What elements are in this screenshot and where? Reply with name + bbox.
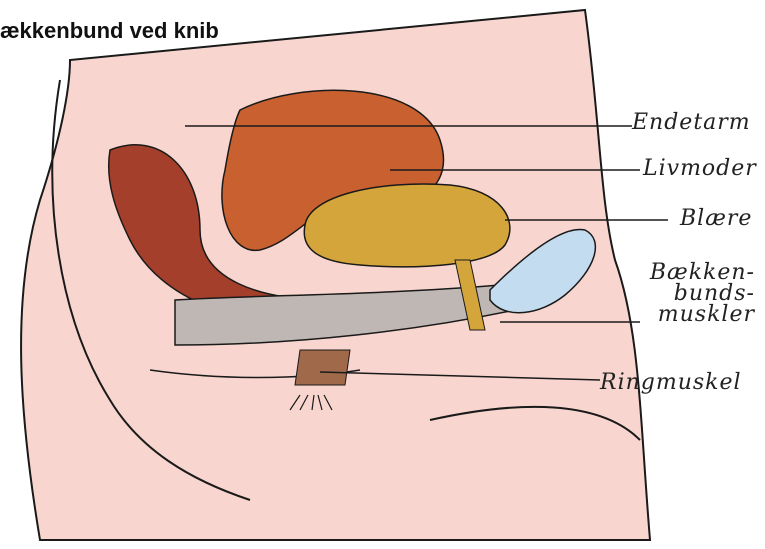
label-livmoder: Livmoder — [643, 158, 757, 180]
label-baekkenbund-line1: Bækken- — [630, 262, 755, 283]
diagram-title: ækkenbund ved knib — [0, 18, 219, 44]
label-baekkenbund: Bækken- bunds- muskler — [630, 262, 755, 325]
label-baekkenbund-line2: bunds- — [630, 283, 755, 304]
label-endetarm: Endetarm — [632, 112, 751, 134]
sphincter — [295, 350, 350, 385]
label-blaere: Blære — [680, 208, 752, 230]
label-ringmuskel: Ringmuskel — [600, 372, 742, 394]
label-baekkenbund-line3: muskler — [630, 304, 755, 325]
